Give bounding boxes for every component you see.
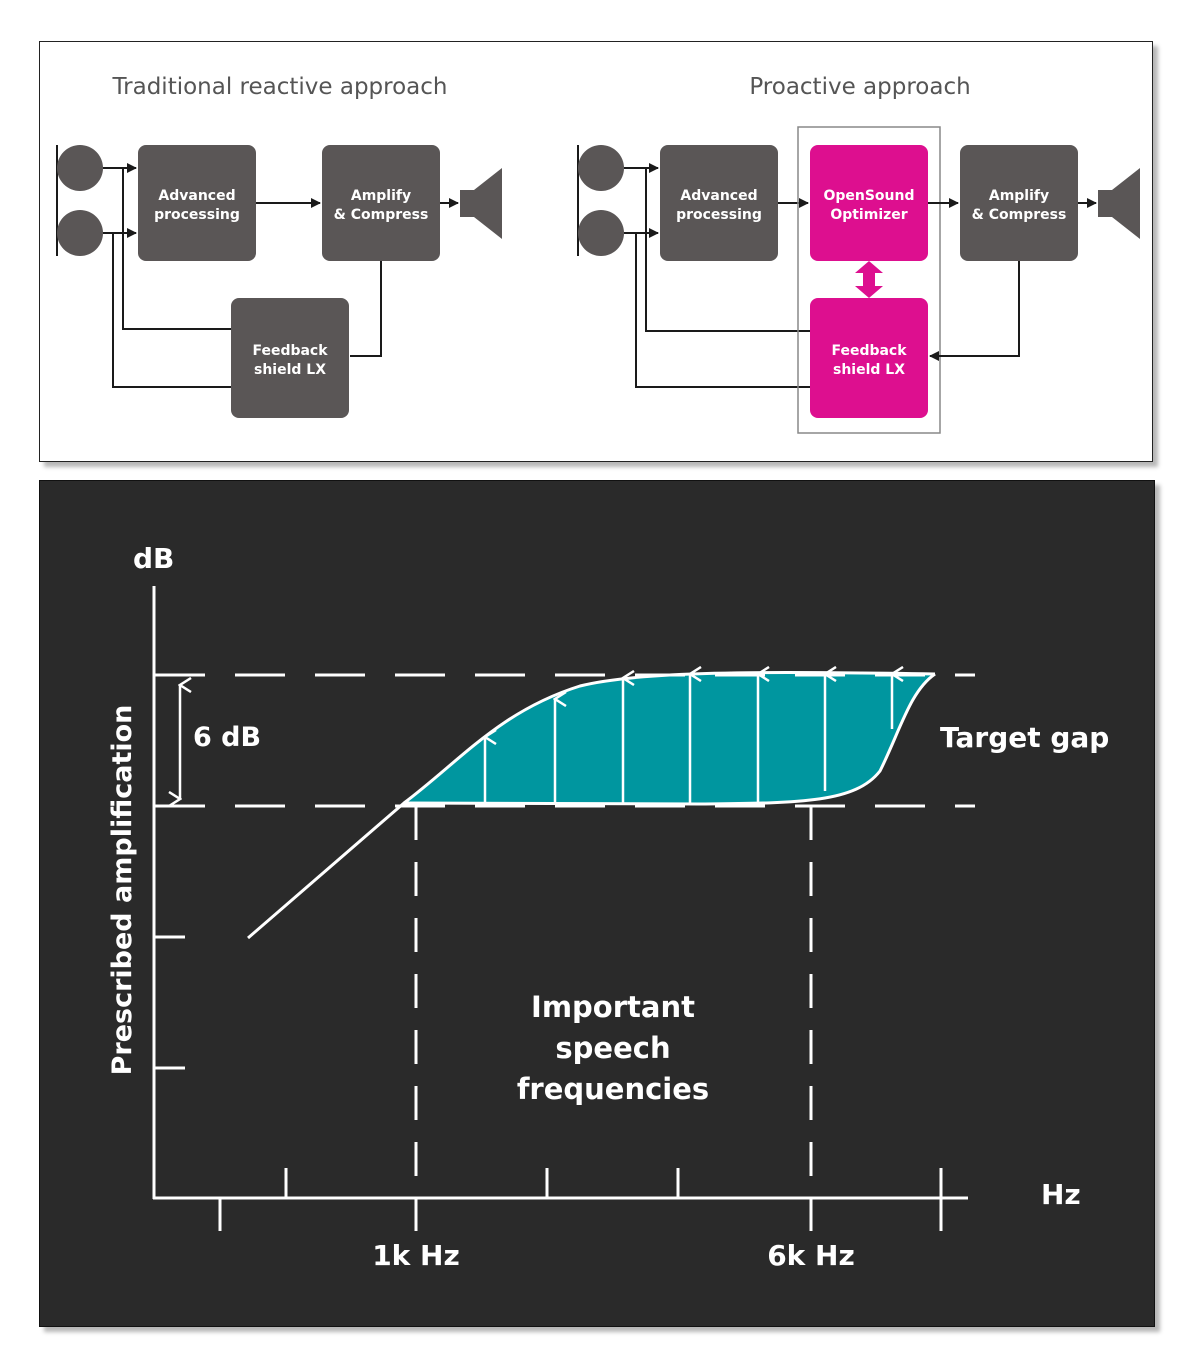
amplify-compress-block	[960, 145, 1078, 261]
microphone-icon	[57, 210, 103, 256]
amplify-compress-block	[322, 145, 440, 261]
block-label: & Compress	[334, 207, 429, 223]
signal-path-diagram-panel: Traditional reactive approach Proactive …	[39, 41, 1153, 462]
gain-arrows	[485, 674, 892, 804]
speaker-icon	[460, 168, 502, 239]
y-axis-unit: dB	[133, 542, 174, 575]
block-label: shield LX	[833, 362, 905, 378]
gap-size-label: 6 dB	[193, 722, 261, 753]
x-tick-label-1k: 1k Hz	[372, 1239, 460, 1272]
y-axis-label: Prescribed amplification	[107, 705, 138, 1076]
reactive-diagram: Advanced processing Amplify & Compress F…	[56, 145, 502, 418]
microphone-icon	[578, 210, 624, 256]
reactive-approach-title: Traditional reactive approach	[111, 74, 447, 100]
target-gap-label: Target gap	[940, 721, 1109, 754]
signal-path-diagram: Traditional reactive approach Proactive …	[56, 74, 1140, 434]
target-gap-area	[404, 672, 935, 804]
x-tick-label-6k: 6k Hz	[767, 1239, 855, 1272]
block-label: Advanced	[680, 188, 757, 204]
block-label: processing	[154, 207, 240, 223]
block-label: Optimizer	[830, 207, 907, 223]
proactive-approach-title: Proactive approach	[749, 74, 970, 100]
x-axis-unit: Hz	[1041, 1178, 1081, 1211]
block-label: Amplify	[989, 188, 1049, 204]
feedback-shield-block	[231, 298, 349, 418]
region-label-line: Important	[531, 990, 695, 1024]
microphone-icon	[578, 145, 624, 191]
region-label-line: speech	[555, 1031, 670, 1065]
proactive-group-frame	[797, 126, 941, 434]
target-gap-chart-panel: dB Prescribed amplification Hz 6 dB Targ…	[39, 480, 1155, 1327]
proactive-diagram: Advanced processing OpenSound Optimizer …	[577, 126, 1140, 434]
speaker-icon	[1098, 168, 1140, 239]
target-gap-chart: dB Prescribed amplification Hz 6 dB Targ…	[107, 542, 1109, 1272]
block-label: Amplify	[351, 188, 411, 204]
block-label: Advanced	[158, 188, 235, 204]
block-label: Feedback	[252, 343, 328, 359]
block-label: & Compress	[972, 207, 1067, 223]
block-label: processing	[676, 207, 762, 223]
advanced-processing-block	[660, 145, 778, 261]
bidirectional-arrow-icon	[855, 261, 883, 298]
block-label: shield LX	[254, 362, 326, 378]
block-label: OpenSound	[823, 188, 914, 204]
feedback-shield-block	[810, 298, 928, 418]
opensound-optimizer-block	[810, 145, 928, 261]
advanced-processing-block	[138, 145, 256, 261]
microphone-icon	[57, 145, 103, 191]
prescribed-curve	[247, 670, 936, 940]
block-label: Feedback	[831, 343, 907, 359]
region-label-line: frequencies	[517, 1072, 709, 1106]
